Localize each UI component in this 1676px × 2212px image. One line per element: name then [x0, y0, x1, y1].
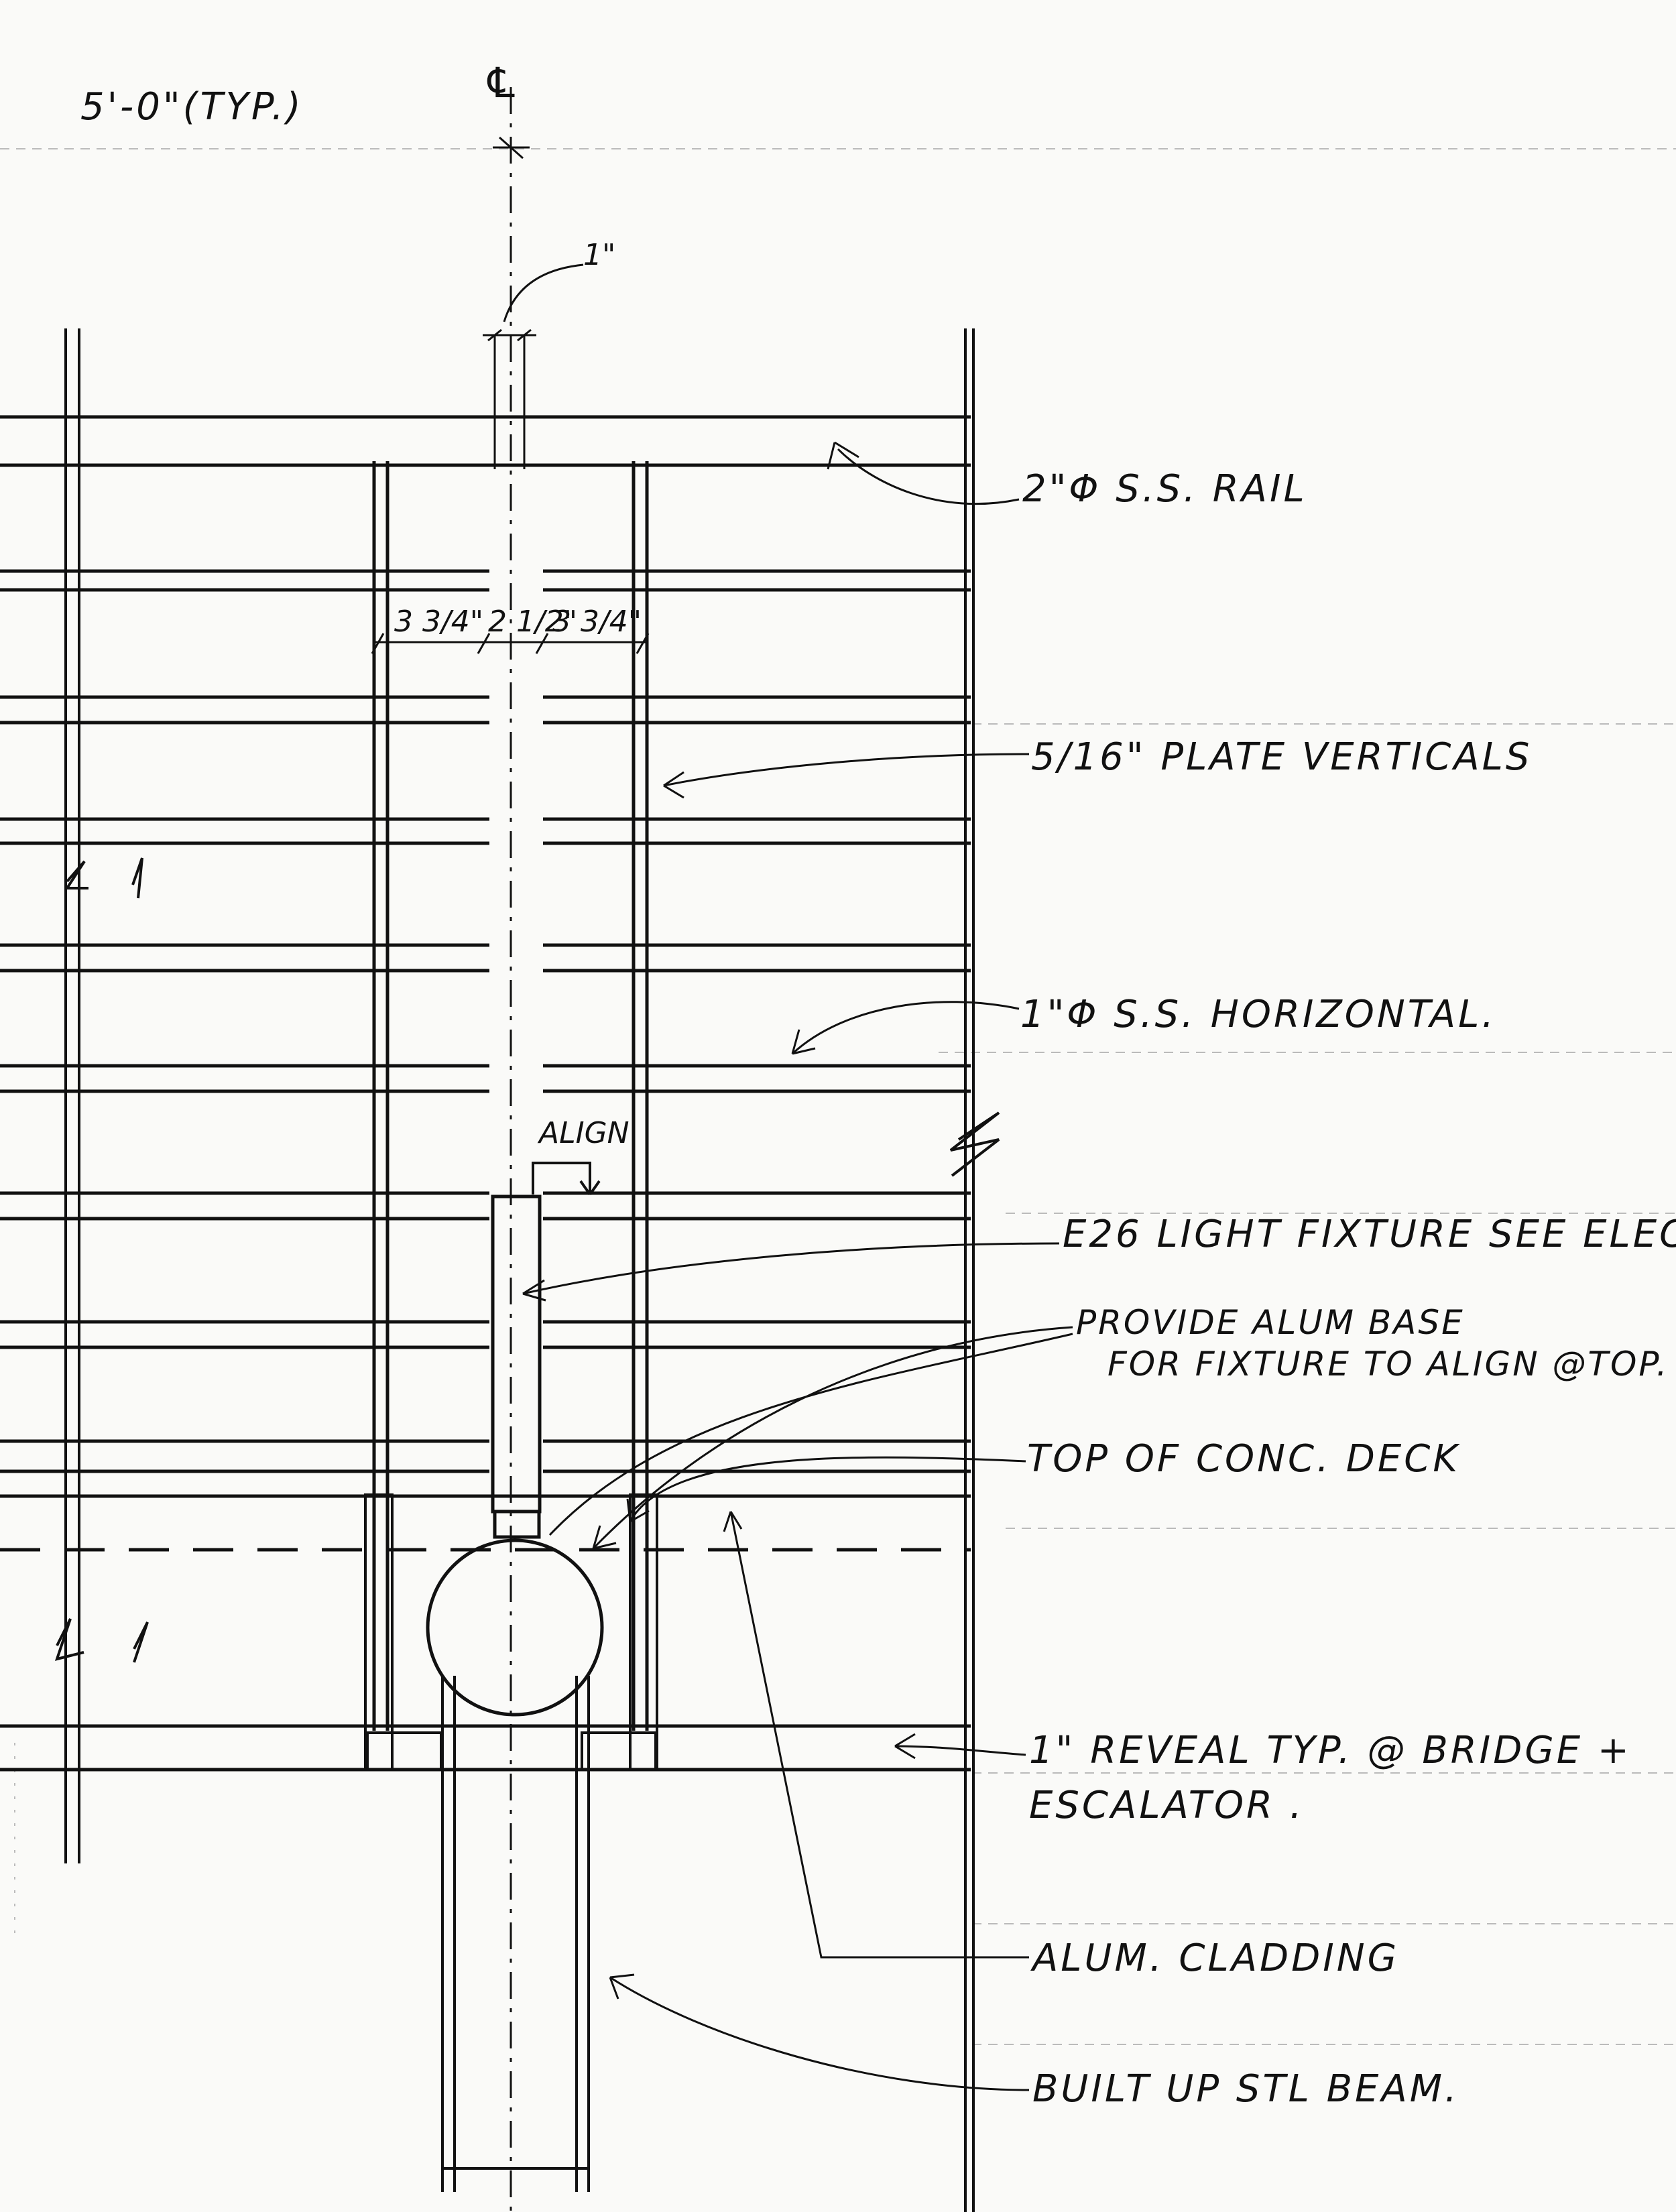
align-bracket [532, 1162, 601, 1196]
callout-light-fixture: E26 LIGHT FIXTURE SEE ELEC. [1063, 1213, 1676, 1256]
light-fixture [491, 1194, 542, 1539]
offset-dimension-line [371, 633, 650, 654]
align-label: ALIGN [537, 1116, 630, 1150]
reveal-blocks [364, 1493, 658, 1771]
callout-plate-verticals: 5/16" PLATE VERTICALS [1031, 735, 1532, 779]
break-marks [54, 857, 1000, 1663]
callout-beam: BUILT UP STL BEAM. [1032, 2067, 1459, 2111]
callout-reveal-line2: ESCALATOR . [1029, 1784, 1305, 1827]
callout-cladding: ALUM. CLADDING [1030, 1937, 1399, 1980]
rail-section [426, 1538, 604, 1717]
callout-horizontal: 1"Φ S.S. HORIZONTAL. [1020, 993, 1496, 1036]
plate-verticals [372, 461, 649, 1731]
leader-lines [522, 441, 1073, 2091]
callout-base-line2: FOR FIXTURE TO ALIGN @TOP. [1108, 1345, 1669, 1384]
callout-rail: 2"Φ S.S. RAIL [1022, 467, 1307, 511]
construction-lines [0, 148, 1676, 2045]
centerline-symbol: ℄ [487, 58, 515, 107]
typical-spacing-label: 5'-0"(TYP.) [80, 85, 304, 129]
callout-base-line1: PROVIDE ALUM BASE [1076, 1303, 1465, 1342]
callout-reveal-line1: 1" REVEAL TYP. @ BRIDGE + [1029, 1729, 1632, 1772]
left-offset-label: 3 3/4" [394, 605, 483, 639]
top-rail [0, 415, 971, 467]
center-width-label: 2 1/2" [488, 605, 577, 639]
horizontal-rods [0, 569, 971, 1772]
outer-posts [64, 328, 975, 2212]
centerline [493, 87, 530, 2212]
callout-deck: TOP OF CONC. DECK [1027, 1437, 1460, 1481]
gap-dimension [483, 263, 584, 469]
gap-dimension-label: 1" [583, 238, 615, 272]
right-offset-label: 3 3/4" [552, 605, 642, 639]
steel-beam [441, 1676, 590, 2192]
